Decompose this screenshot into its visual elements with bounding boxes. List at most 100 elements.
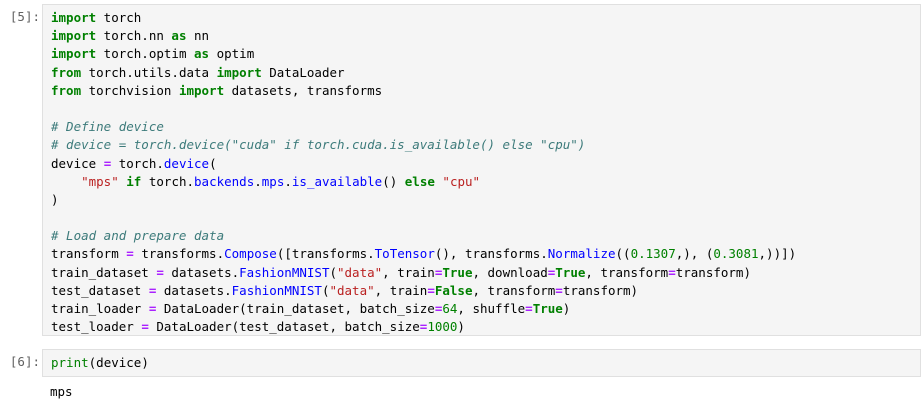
code-token: . [284, 173, 292, 189]
code-token: is_available [291, 173, 383, 189]
code-token: , train [374, 282, 428, 298]
code-token: ( [329, 264, 337, 280]
code-token: True [442, 264, 473, 280]
code-token: datasets [163, 264, 232, 280]
code-token: , shuffle [457, 301, 526, 316]
code-token: , download [472, 264, 548, 280]
code-token: train_loader [51, 301, 149, 316]
code-token: torch.optim [96, 46, 194, 62]
code-line: from torchvision import datasets, transf… [51, 82, 920, 100]
code-editor[interactable]: print(device) [42, 349, 921, 377]
code-line: # Define device [51, 118, 920, 136]
code-token: = [427, 282, 435, 298]
code-token: = [434, 301, 443, 316]
code-token: train_dataset [51, 264, 157, 280]
code-token: 64 [442, 301, 458, 316]
code-line: test_loader = DataLoader(test_dataset, b… [51, 318, 920, 336]
code-line: import torch [51, 9, 920, 27]
code-token: transform) [675, 264, 751, 280]
code-token: ) [457, 319, 465, 335]
code-token: datasets, transforms [224, 82, 383, 98]
code-token: . [216, 246, 225, 262]
code-token: backends [194, 173, 255, 189]
code-token: = [126, 246, 134, 262]
code-token: ToTensor [374, 246, 435, 262]
code-token: if [126, 173, 142, 189]
code-token: "cpu" [442, 173, 481, 189]
code-token: = [547, 264, 556, 280]
code-token: import [51, 46, 97, 62]
code-token: = [668, 264, 676, 280]
code-token: mps [261, 173, 285, 189]
cell-output: mps [50, 384, 73, 399]
code-token: "data" [337, 264, 383, 280]
code-token: 0.3081 [713, 246, 759, 262]
code-lines: print(device) [51, 354, 920, 372]
code-token: from [51, 64, 82, 80]
code-token: 1000 [427, 319, 458, 335]
code-token: ( [209, 155, 217, 171]
code-token: ) [51, 191, 59, 207]
code-token: = [555, 282, 563, 298]
code-token: import [178, 82, 225, 98]
code-cell-6[interactable]: [6]: print(device) mps [0, 349, 922, 409]
code-token: DataLoader [261, 64, 345, 80]
code-token: = [434, 264, 443, 280]
code-token: test_dataset [51, 282, 149, 298]
code-line: train_dataset = datasets.FashionMNIST("d… [51, 264, 920, 282]
code-token: torch.nn [96, 28, 172, 44]
code-token: device [51, 155, 104, 171]
code-token: import [51, 28, 97, 44]
execution-count-prompt: [6]: [9, 354, 40, 369]
code-token: else [404, 173, 435, 189]
code-line [51, 209, 920, 227]
code-token: = [419, 319, 428, 335]
code-token: ,))]) [758, 246, 797, 262]
code-token: . [186, 173, 195, 189]
code-token: torch [96, 10, 142, 25]
code-line: # device = torch.device("cuda" if torch.… [51, 136, 920, 154]
code-token: # device = torch.device("cuda" if torch.… [51, 137, 586, 153]
code-token: transforms [133, 246, 217, 262]
code-token: . [231, 264, 240, 280]
code-token: . [367, 246, 375, 262]
code-token: transform [51, 246, 127, 262]
code-token: (device) [88, 355, 149, 370]
code-line: # Load and prepare data [51, 227, 920, 245]
code-token: ) [562, 301, 571, 316]
code-line: transform = transforms.Compose([transfor… [51, 245, 920, 263]
code-token: . [254, 173, 262, 189]
code-token: # Load and prepare data [51, 228, 225, 244]
code-token: transform) [562, 282, 639, 298]
code-token: DataLoader(test_dataset, batch_size [148, 319, 420, 335]
code-token: from [51, 82, 82, 98]
code-token: = [156, 264, 164, 280]
code-token: torch [141, 173, 187, 189]
code-token: FashionMNIST [239, 264, 330, 280]
code-line [51, 100, 920, 118]
code-token: True [532, 301, 563, 316]
code-token: . [224, 282, 232, 298]
code-token: optim [209, 46, 255, 62]
code-token: False [434, 282, 473, 298]
code-token: (( [615, 246, 631, 262]
code-token: . [540, 246, 548, 262]
code-token: ( [321, 282, 330, 298]
code-token: "mps" [81, 173, 119, 189]
code-token: , transform [585, 264, 669, 280]
code-token: Compose [224, 246, 277, 262]
code-token: test_loader [51, 319, 142, 335]
code-token: as [171, 28, 187, 44]
code-token: ([transforms [276, 246, 368, 262]
code-token: , transform [472, 282, 556, 298]
code-token: , train [382, 264, 435, 280]
code-token: (), transforms [434, 246, 541, 262]
code-token: ,), ( [675, 246, 714, 262]
code-token: # Define device [51, 119, 164, 135]
code-line: "mps" if torch.backends.mps.is_available… [51, 173, 920, 191]
code-token: = [525, 301, 533, 316]
code-token: = [148, 301, 157, 316]
code-line: train_loader = DataLoader(train_dataset,… [51, 300, 920, 318]
